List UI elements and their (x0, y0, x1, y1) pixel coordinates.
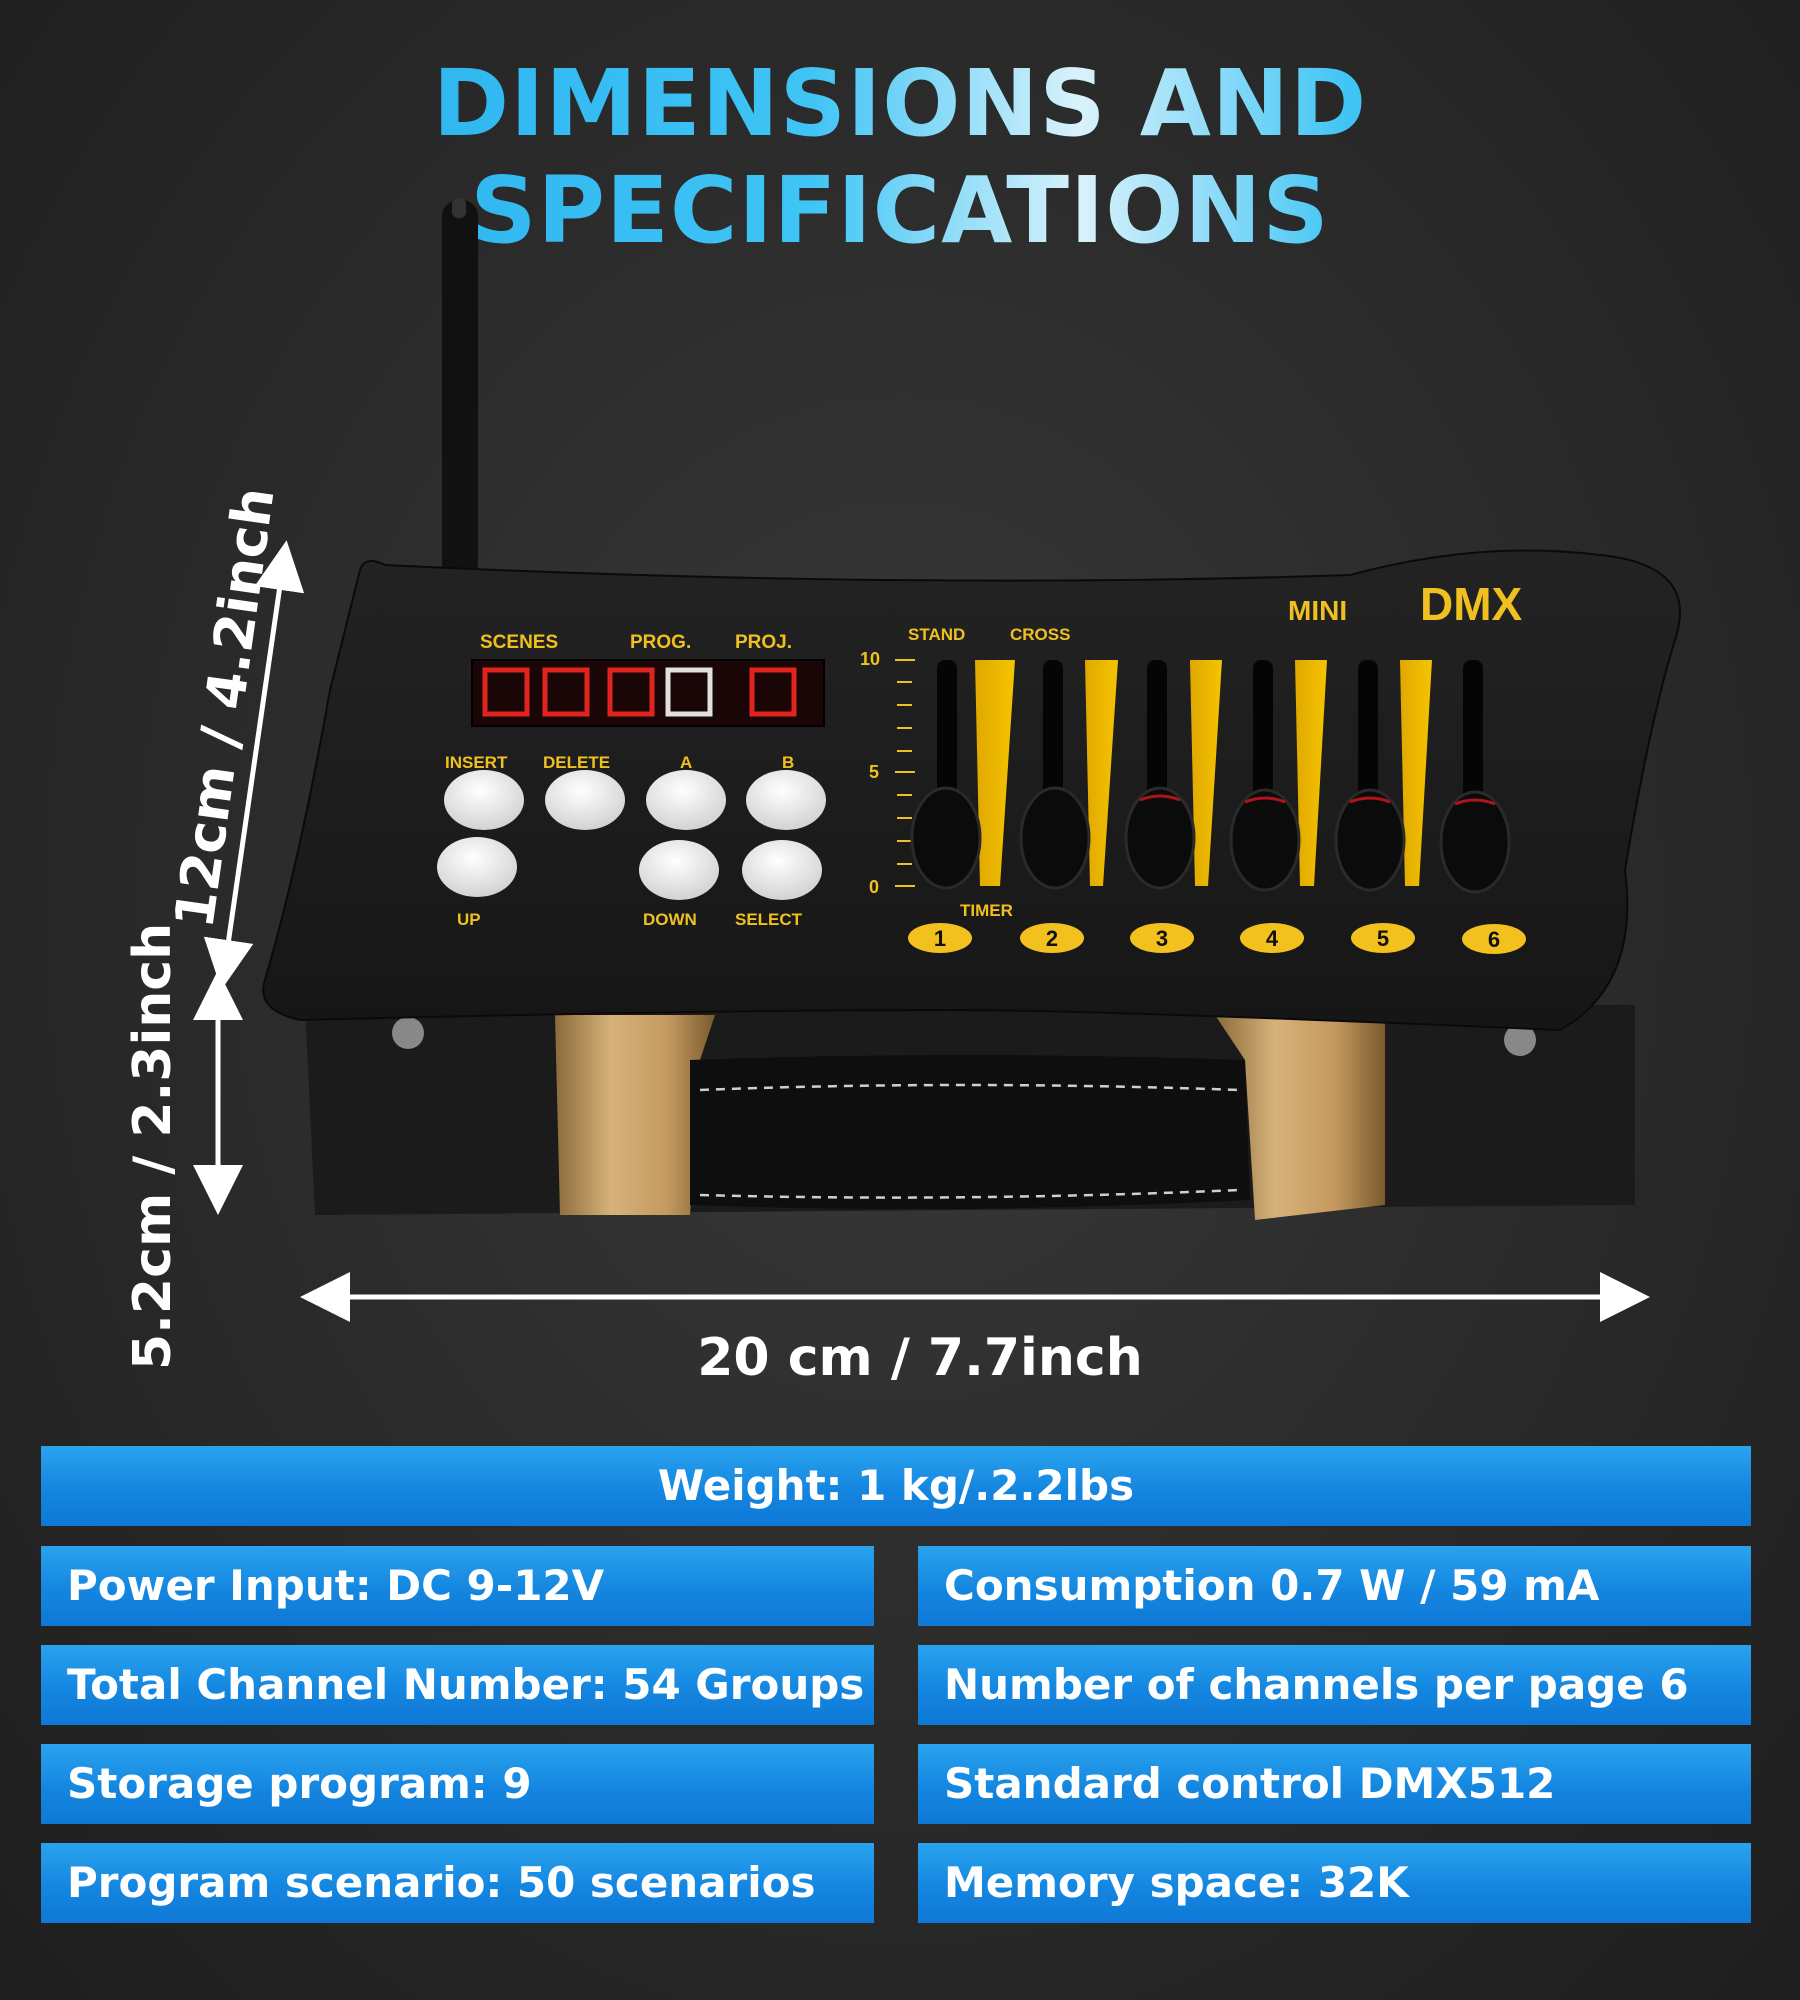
label-down: DOWN (643, 910, 697, 929)
width-label: 20 cm / 7.7inch (697, 1328, 1142, 1388)
height-bottom-label: 5.2cm / 2.3inch (123, 923, 183, 1370)
segment-display (471, 659, 825, 727)
faders (910, 660, 1511, 894)
product-illustration: MINI DMX SCENES PROG. PROJ. INSERT DELET… (123, 198, 1681, 1388)
label-cross: CROSS (1010, 625, 1070, 644)
channel-5: 5 (1377, 926, 1389, 951)
channel-badges (908, 923, 1526, 954)
carry-handle (555, 1015, 1385, 1220)
screw-icon (1504, 1024, 1536, 1056)
down-button (639, 840, 719, 900)
fader-knob-6 (1439, 790, 1511, 894)
brand-mini: MINI (1288, 595, 1347, 626)
fader-knob-4 (1229, 788, 1301, 892)
label-scenes: SCENES (480, 632, 558, 653)
label-insert: INSERT (445, 753, 508, 772)
page-title: DIMENSIONS AND SPECIFICATIONS (0, 50, 1800, 264)
spec-storage-program: Storage program: 9 (41, 1744, 874, 1824)
b-button (746, 770, 826, 830)
label-proj: PROJ. (735, 632, 792, 653)
spec-program-scenario: Program scenario: 50 scenarios (41, 1843, 874, 1923)
label-b: B (782, 753, 794, 772)
spec-standard-control: Standard control DMX512 (918, 1744, 1751, 1824)
up-button (437, 837, 517, 897)
spec-memory-space: Memory space: 32K (918, 1843, 1751, 1923)
channel-4: 4 (1266, 926, 1279, 951)
scale-ticks (895, 659, 915, 887)
spec-power-input: Power Input: DC 9-12V (41, 1546, 874, 1626)
a-button (646, 770, 726, 830)
scale-0: 0 (869, 877, 879, 897)
spec-weight: Weight: 1 kg/.2.2lbs (41, 1446, 1751, 1526)
brand-dmx: DMX (1420, 578, 1523, 630)
select-button (742, 840, 822, 900)
label-a: A (680, 753, 692, 772)
label-stand: STAND (908, 625, 965, 644)
spec-consumption: Consumption 0.7 W / 59 mA (918, 1546, 1751, 1626)
screw-icon (392, 1017, 424, 1049)
height-top-label: 12cm / 4.2inch (162, 484, 286, 932)
antenna (442, 198, 478, 580)
dimension-arrows (193, 540, 1650, 1322)
height-top-arrow (203, 540, 305, 990)
label-delete: DELETE (543, 753, 610, 772)
insert-button (444, 770, 524, 830)
channel-2: 2 (1046, 926, 1058, 951)
scale-10: 10 (860, 649, 880, 669)
scale-5: 5 (869, 762, 879, 782)
channel-6: 6 (1488, 927, 1500, 952)
fader-knob-2 (1019, 786, 1091, 890)
label-timer: TIMER (960, 901, 1013, 920)
label-prog: PROG. (630, 632, 691, 653)
channel-1: 1 (934, 926, 946, 951)
spec-total-channels: Total Channel Number: 54 Groups (41, 1645, 874, 1725)
label-up: UP (457, 910, 481, 929)
fader-knob-5 (1334, 788, 1406, 892)
label-select: SELECT (735, 910, 803, 929)
fader-knob-1 (910, 786, 982, 890)
delete-button (545, 770, 625, 830)
panel-buttons (437, 770, 826, 900)
fader-knob-3 (1124, 786, 1196, 890)
spec-channels-per-page: Number of channels per page 6 (918, 1645, 1751, 1725)
channel-3: 3 (1156, 926, 1168, 951)
